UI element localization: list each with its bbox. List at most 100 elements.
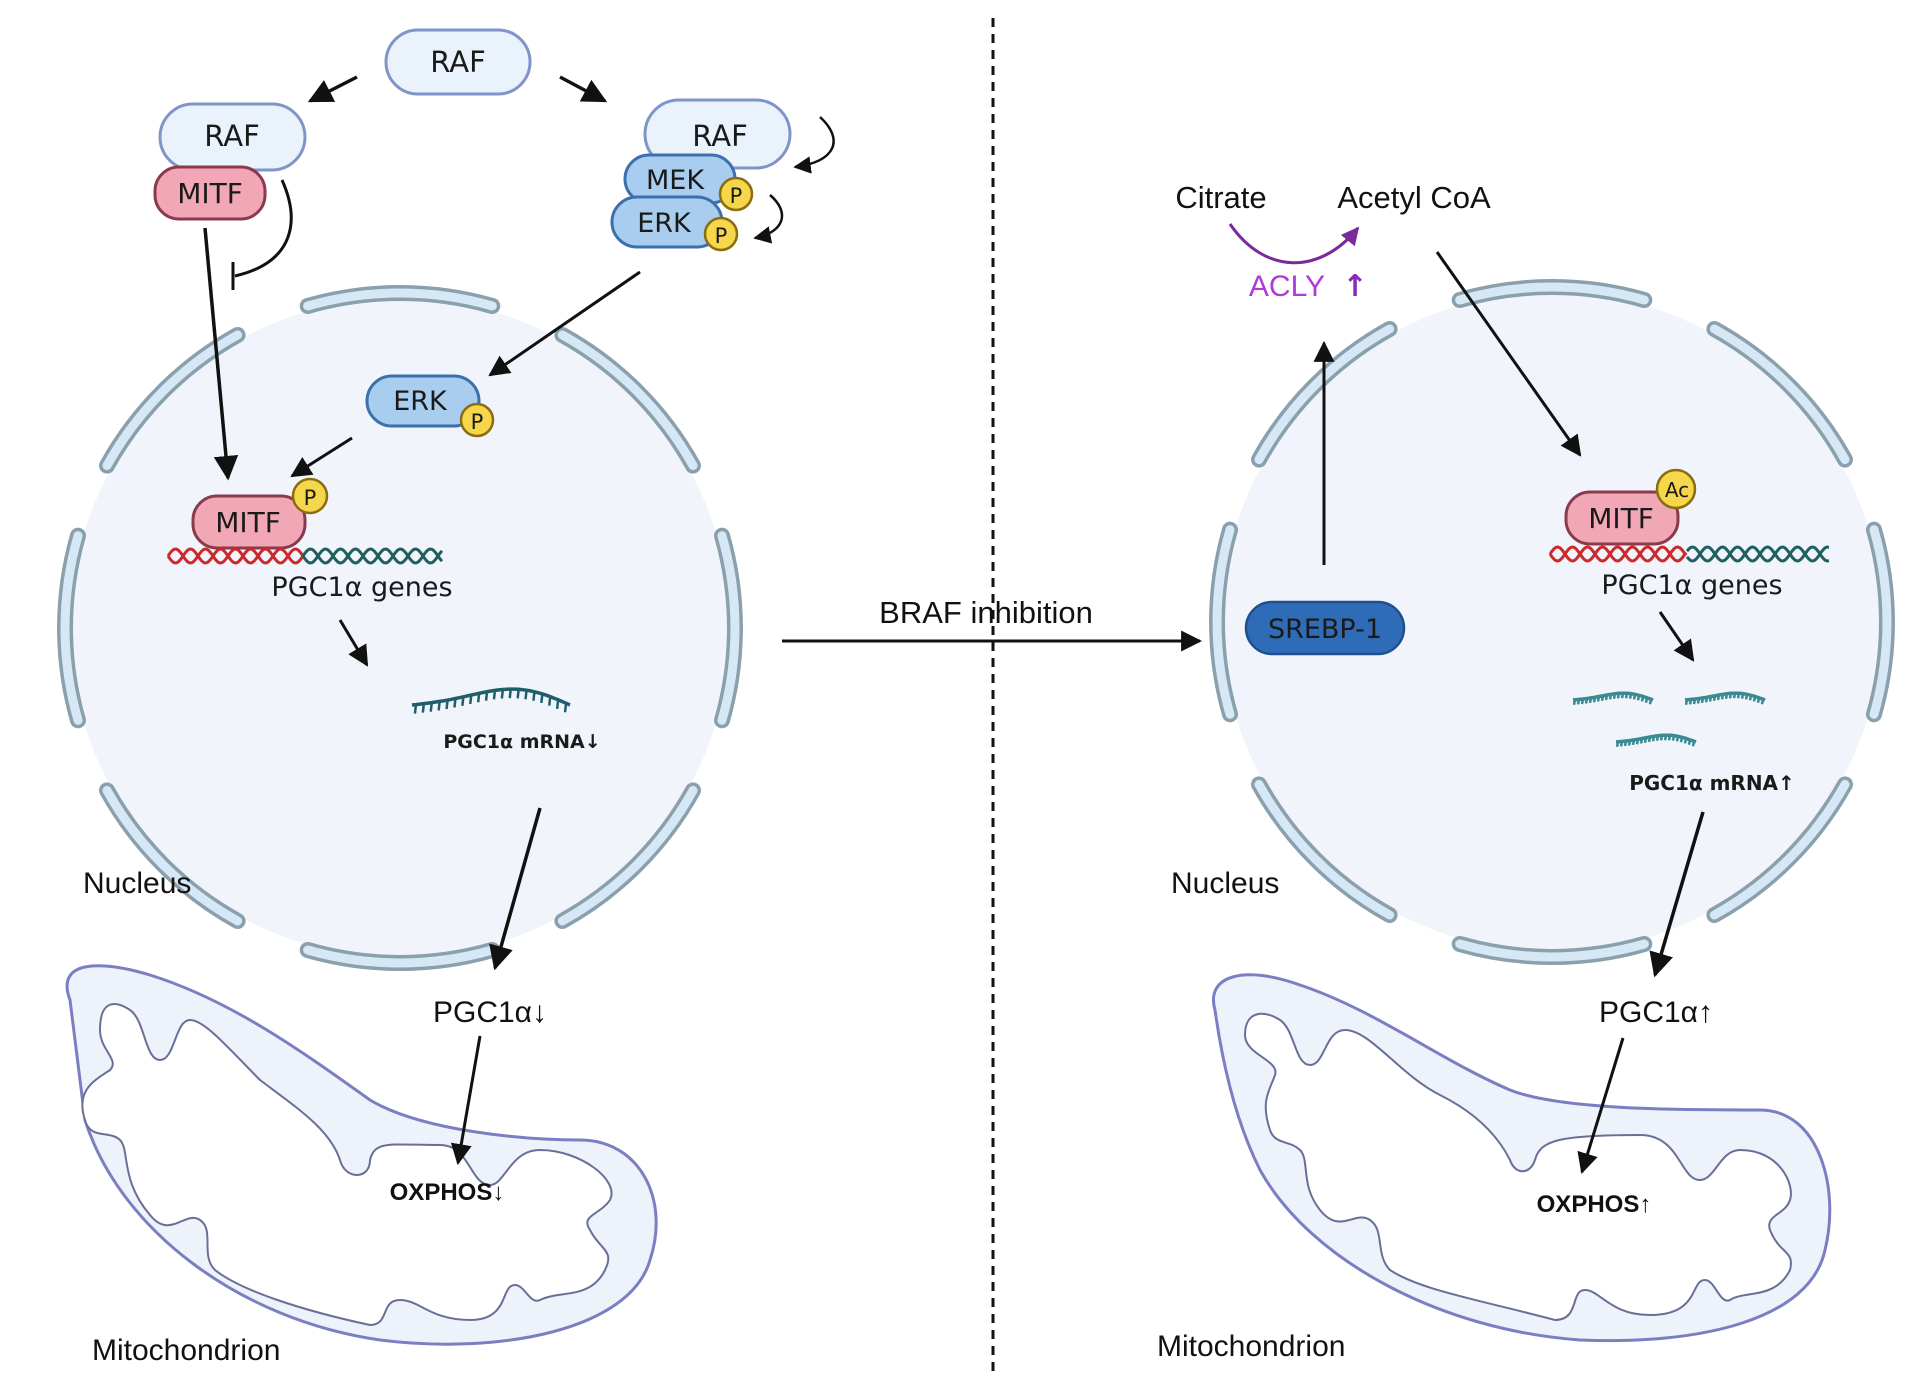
erk-node <box>365 374 481 428</box>
mrna-base <box>1712 695 1717 701</box>
mrna-base <box>1639 738 1644 744</box>
mrna-base <box>540 693 544 704</box>
raf-label: RAF <box>692 119 748 153</box>
envelope-segment <box>1212 525 1235 719</box>
phospho-badge <box>703 216 739 252</box>
nuclear-envelope <box>57 285 743 971</box>
phospho-badge <box>291 477 329 515</box>
braf-inhibition-label: BRAF inhibition <box>879 595 1093 630</box>
envelope-segment <box>303 288 497 311</box>
inner-membrane-cristae <box>81 1003 613 1327</box>
mrna-base <box>1604 694 1609 701</box>
envelope-segment <box>717 531 740 725</box>
mrna-base <box>1632 694 1637 700</box>
mrna-base <box>1627 740 1632 746</box>
mrna-base <box>1748 695 1753 701</box>
dna-strand-red <box>166 547 304 565</box>
mrna-base <box>461 696 465 706</box>
mrna-base <box>1688 699 1693 705</box>
pgc1a-genes-label: PGC1α genes <box>1601 570 1782 601</box>
mrna-base <box>1643 737 1648 743</box>
nuclear-mitf: MITF P <box>191 477 329 550</box>
mitf-node <box>153 165 267 221</box>
mrna-base <box>492 690 497 700</box>
mrna-base <box>1760 699 1765 705</box>
dna-strand-red <box>166 547 304 565</box>
raf-label: RAF <box>430 45 486 79</box>
raf-label: RAF <box>204 119 260 153</box>
mrna-base <box>1692 698 1697 705</box>
right-nucleus <box>1209 279 1895 965</box>
pgc1a-genes-label: PGC1α genes <box>271 572 452 603</box>
inhibition-arrow <box>234 179 293 278</box>
srebp1-label: SREBP-1 <box>1268 614 1382 645</box>
acly-reaction-arrow <box>1228 223 1360 265</box>
raf-mitf-complex: RAF MITF <box>153 102 307 221</box>
erk-label: ERK <box>637 208 692 239</box>
nuclear-erk: ERK P <box>365 374 495 438</box>
dna-strand-red <box>1548 545 1688 563</box>
envelope-segment <box>102 785 243 926</box>
mrna-base <box>1644 697 1649 704</box>
mrna-base <box>1728 693 1733 699</box>
mrna-base <box>413 704 418 714</box>
mrna-base <box>1635 738 1640 745</box>
arrow-acetylcoa-to-mitf <box>1435 251 1582 457</box>
mrna-base <box>1612 693 1617 699</box>
mrna-base <box>1756 697 1761 704</box>
mrna-base <box>1592 696 1597 703</box>
arrow-pgc1a-to-oxphos <box>1577 1037 1625 1175</box>
raf-mek-erk-complex: RAF MEK P ERK P <box>610 98 792 252</box>
mitochondrion-label: Mitochondrion <box>92 1334 280 1367</box>
envelope-segment <box>1254 324 1395 465</box>
mrna-base <box>1659 735 1664 741</box>
mitf-label: MITF <box>177 177 243 210</box>
mrna-base <box>476 693 481 703</box>
mrna-base <box>1631 739 1636 746</box>
mrna-backbone <box>411 687 571 707</box>
mrna-base <box>1708 696 1713 702</box>
mrna-base <box>1616 693 1621 699</box>
mitf-label: MITF <box>1588 502 1654 535</box>
nucleus-label: Nucleus <box>83 867 191 900</box>
nuclear-mitf-acetylated: MITF Ac <box>1564 468 1697 546</box>
acetyl-label: Ac <box>1665 478 1689 502</box>
mrna-base <box>563 703 568 713</box>
arrow-raf-to-raf-mitf <box>307 75 358 103</box>
mrna-base <box>524 690 528 700</box>
mrna-base <box>1720 694 1725 700</box>
mrna-base <box>532 691 536 701</box>
phospho-label: P <box>715 224 728 248</box>
dna-helix <box>166 547 444 565</box>
raf-top: RAF <box>384 28 532 96</box>
mrna-base <box>1696 698 1701 704</box>
mrna-base <box>1752 696 1757 702</box>
mrna-base <box>469 694 473 705</box>
mrna-base <box>1608 694 1613 700</box>
mrna-base <box>1736 693 1741 699</box>
phospho-label: P <box>730 184 743 208</box>
mrna-base <box>1687 739 1692 746</box>
mrna-base <box>1716 694 1721 701</box>
mrna-base <box>1628 693 1633 699</box>
pgc1a-mrna-label: PGC1α mRNA↑ <box>1629 771 1795 795</box>
envelope-segment <box>102 330 243 471</box>
envelope-segment <box>557 330 698 471</box>
citrate-label: Citrate <box>1175 180 1266 215</box>
envelope-segment <box>557 785 698 926</box>
acetyl-coa-label: Acetyl CoA <box>1337 180 1491 215</box>
envelope-segment <box>1455 282 1649 305</box>
mrna-base <box>1584 698 1589 704</box>
mrna-base <box>555 699 560 709</box>
dna-strand-teal <box>300 547 444 565</box>
mrna-base <box>1675 736 1680 742</box>
acly-up-icon: ↑ <box>1342 269 1367 304</box>
mrna-base <box>548 696 552 706</box>
mrna-base <box>453 698 457 708</box>
mrna-base <box>1648 699 1653 705</box>
mrna-base <box>516 689 520 699</box>
phospho-label: P <box>304 486 317 510</box>
acly-label: ACLY <box>1249 270 1325 303</box>
mitf-label: MITF <box>215 506 281 539</box>
envelope-segment <box>303 945 497 968</box>
